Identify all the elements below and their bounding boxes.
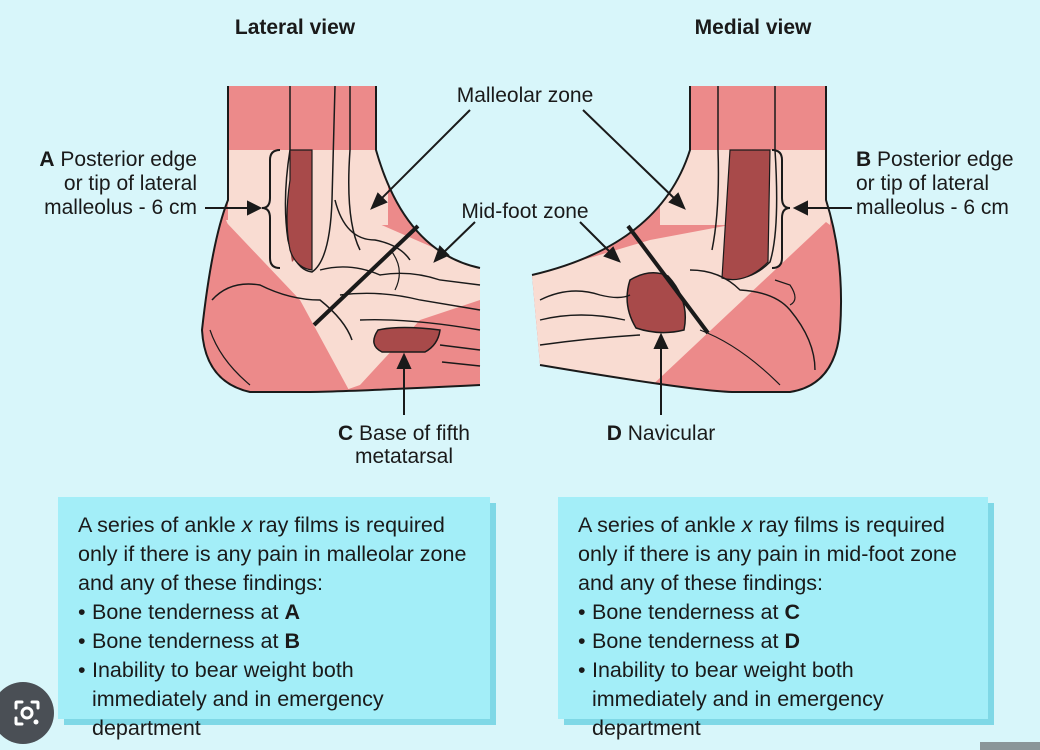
lens-camera-icon — [14, 700, 40, 726]
svg-text:A Posterior edge: A Posterior edge — [39, 148, 197, 171]
label-b: B Posterior edge or tip of lateral malle… — [856, 148, 1014, 219]
list-item: Bone tenderness at D — [578, 627, 970, 656]
svg-text:C Base of fifth: C Base of fifth — [338, 422, 470, 445]
lateral-foot-illustration — [200, 85, 481, 393]
midfoot-findings-list: Bone tenderness at C Bone tenderness at … — [578, 598, 970, 743]
list-item: Bone tenderness at B — [78, 627, 472, 656]
medial-view-title: Medial view — [695, 16, 812, 39]
malleolar-findings-list: Bone tenderness at A Bone tenderness at … — [78, 598, 472, 743]
svg-text:or tip of lateral: or tip of lateral — [856, 172, 989, 195]
pointer-arrows — [205, 109, 852, 415]
list-item: Inability to bear weight both immediatel… — [578, 656, 970, 743]
svg-text:malleolus - 6 cm: malleolus - 6 cm — [856, 196, 1009, 219]
corner-scroll-indicator — [980, 742, 1040, 750]
malleolar-zone-label: Malleolar zone — [457, 84, 594, 107]
malleolar-rule-box: A series of ankle x ray films is require… — [58, 497, 490, 740]
list-item: Inability to bear weight both immediatel… — [78, 656, 472, 743]
midfoot-rule-box: A series of ankle x ray films is require… — [558, 497, 988, 740]
list-item: Bone tenderness at A — [78, 598, 472, 627]
list-item: Bone tenderness at C — [578, 598, 970, 627]
medial-foot-illustration — [531, 86, 842, 393]
malleolar-rule-intro: A series of ankle x ray films is require… — [78, 513, 467, 595]
svg-text:D Navicular: D Navicular — [607, 422, 716, 445]
svg-text:B Posterior edge: B Posterior edge — [856, 148, 1014, 171]
lens-search-button[interactable] — [0, 682, 54, 744]
lateral-view-title: Lateral view — [235, 16, 356, 39]
brace-right — [771, 149, 791, 269]
midfoot-rule-intro: A series of ankle x ray films is require… — [578, 513, 957, 595]
svg-text:or tip of lateral: or tip of lateral — [64, 172, 197, 195]
label-a: A Posterior edge or tip of lateral malle… — [39, 148, 197, 219]
label-c: C Base of fifth metatarsal — [338, 422, 470, 468]
midfoot-zone-label: Mid-foot zone — [461, 200, 588, 223]
label-d: D Navicular — [607, 422, 716, 445]
brace-left — [261, 149, 281, 269]
svg-text:metatarsal: metatarsal — [355, 445, 453, 468]
svg-text:malleolus - 6 cm: malleolus - 6 cm — [44, 196, 197, 219]
